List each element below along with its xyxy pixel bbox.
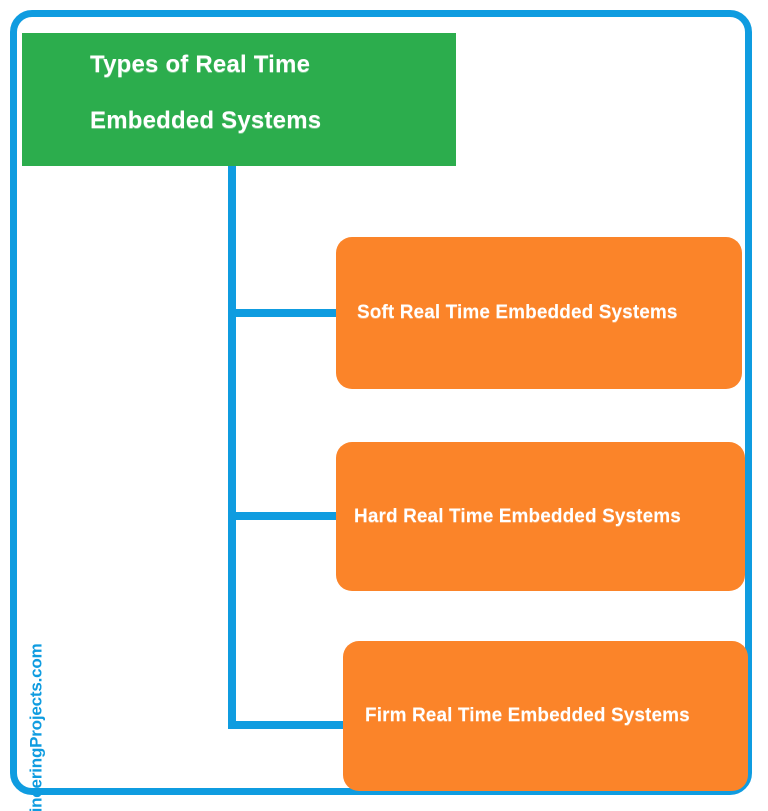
branch-node-label-hard: Hard Real Time Embedded Systems (354, 505, 681, 527)
root-node-label-line2: Embedded Systems (90, 107, 322, 134)
connector-branch-firm (228, 721, 350, 729)
root-node-label-line1: Types of Real Time (90, 51, 311, 78)
watermark-text: www.TheEngineeringProjects.com (26, 643, 46, 811)
root-node-types-of-real-time-embedded-systems: Types of Real Time Embedded Systems (22, 33, 456, 166)
branch-node-firm-real-time-embedded-systems: Firm Real Time Embedded Systems (343, 641, 748, 791)
connector-branch-hard (228, 512, 344, 520)
connector-trunk-vertical (228, 166, 236, 729)
connector-branch-soft (228, 309, 344, 317)
branch-node-hard-real-time-embedded-systems: Hard Real Time Embedded Systems (336, 442, 745, 591)
watermark: www.TheEngineeringProjects.com (22, 440, 50, 811)
branch-node-label-soft: Soft Real Time Embedded Systems (357, 302, 678, 323)
branch-node-soft-real-time-embedded-systems: Soft Real Time Embedded Systems (336, 237, 742, 389)
branch-node-label-firm: Firm Real Time Embedded Systems (365, 705, 690, 726)
